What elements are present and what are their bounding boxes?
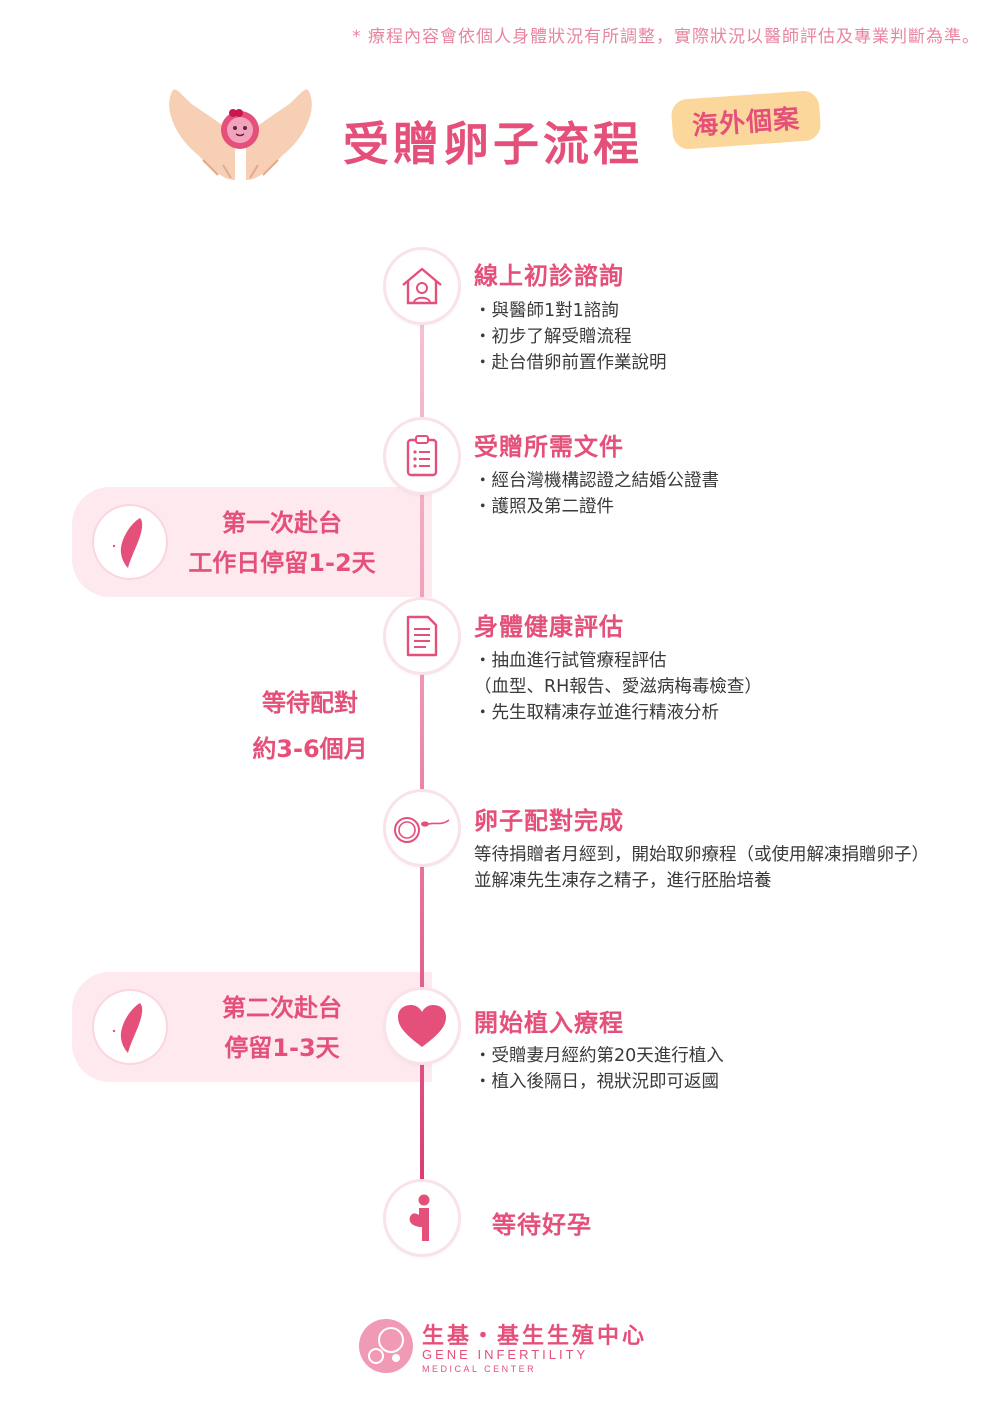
list-item: ・經台灣機構認證之結婚公證書 [474,471,719,491]
taiwan-map-icon [94,991,166,1063]
step-title-health: 身體健康評估 [474,613,624,641]
house-person-icon [402,267,442,305]
timeline-line [420,300,424,1230]
step-node-pregnancy [386,1182,458,1254]
list-item: （血型、RH報告、愛滋病梅毒檢查） [474,677,762,697]
step-list-transfer: ・受贈妻月經約第20天進行植入 ・植入後隔日，視狀況即可返國 [474,1043,724,1095]
disclaimer-note: * 療程內容會依個人身體狀況有所調整，實際狀況以醫師評估及專業判斷為準。 [352,27,980,47]
step-node-health [386,600,458,672]
hands-holding-egg-icon [169,89,312,180]
paragraph-line: 等待捐贈者月經到，開始取卵療程（或使用解凍捐贈卵子） [474,845,929,865]
step-title-match: 卵子配對完成 [474,807,624,835]
overseas-case-tag: 海外個案 [670,89,822,151]
taiwan-map-icon [94,506,166,578]
step-title-pregnancy: 等待好孕 [492,1211,592,1239]
heart-icon [398,1005,446,1047]
waiting-match-line2: 約3-6個月 [252,735,368,763]
first-trip-line2: 工作日停留1-2天 [188,549,376,577]
waiting-match-line1: 等待配對 [262,689,358,717]
list-item: ・先生取精凍存並進行精液分析 [474,703,719,723]
step-node-match [386,792,458,864]
second-trip-band: 第二次赴台 停留1-3天 [72,972,432,1082]
step-node-consult [386,250,458,322]
step-list-health: ・抽血進行試管療程評估 （血型、RH報告、愛滋病梅毒檢查） ・先生取精凍存並進行… [474,648,762,726]
pregnant-icon [409,1194,430,1241]
waiting-match-label: 等待配對 約3-6個月 [200,680,420,772]
step-text-match: 等待捐贈者月經到，開始取卵療程（或使用解凍捐贈卵子） 並解凍先生凍存之精子，進行… [474,842,929,894]
step-node-transfer [386,990,458,1062]
first-trip-band: 第一次赴台 工作日停留1-2天 [72,487,432,597]
second-trip-line2: 停留1-3天 [224,1034,340,1062]
document-icon [406,615,438,657]
list-item: ・植入後隔日，視狀況即可返國 [474,1072,719,1092]
step-node-documents [386,420,458,492]
step-title-consult: 線上初診諮詢 [474,262,624,290]
step-title-transfer: 開始植入療程 [474,1009,624,1037]
clinic-name-cn: 生基・基生生殖中心 [422,1324,648,1349]
list-item: ・受贈妻月經約第20天進行植入 [474,1046,724,1066]
clinic-name-en-sub: MEDICAL CENTER [422,1364,537,1374]
page-title: 受贈卵子流程 [343,117,643,171]
egg-sperm-icon [394,817,450,843]
list-item: ・赴台借卵前置作業說明 [474,353,667,373]
second-trip-line1: 第二次赴台 [222,994,342,1022]
list-item: ・抽血進行試管療程評估 [474,651,667,671]
clipboard-icon [406,435,438,477]
list-item: ・護照及第二證件 [474,497,614,517]
first-trip-line1: 第一次赴台 [222,509,342,537]
clinic-logo-icon [359,1319,413,1373]
list-item: ・與醫師1對1諮詢 [474,301,619,321]
step-list-documents: ・經台灣機構認證之結婚公證書 ・護照及第二證件 [474,468,719,520]
paragraph-line: 並解凍先生凍存之精子，進行胚胎培養 [474,871,772,891]
list-item: ・初步了解受贈流程 [474,327,632,347]
step-title-documents: 受贈所需文件 [474,433,624,461]
clinic-name-en: GENE INFERTILITY [422,1347,589,1362]
step-list-consult: ・與醫師1對1諮詢 ・初步了解受贈流程 ・赴台借卵前置作業說明 [474,298,667,376]
